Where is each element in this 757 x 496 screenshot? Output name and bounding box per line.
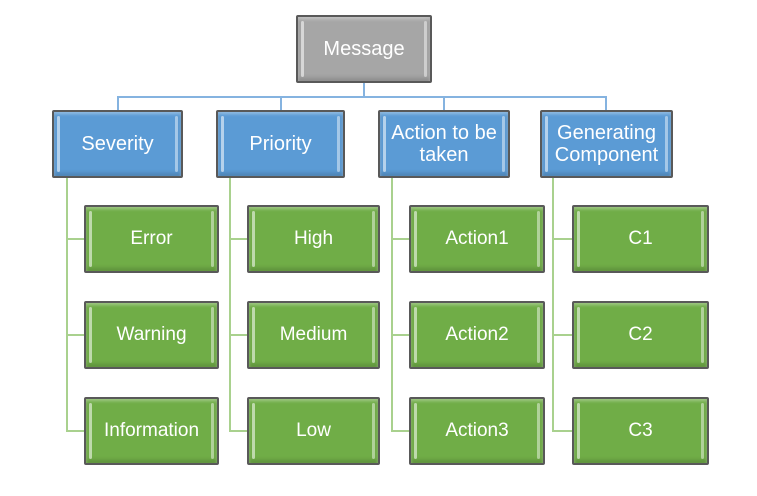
node-c1: C1 [572,205,709,273]
connector-column-priority [229,178,231,432]
connector-column-severity [66,178,68,432]
node-action-to-be-taken: Action to be taken [378,110,510,178]
connector-stub-action2 [391,334,409,336]
node-warning: Warning [84,301,219,369]
connector-stub-warning [66,334,84,336]
connector-column-component [552,178,554,432]
connector-stub-error [66,238,84,240]
connector-column-action [391,178,393,432]
connector-branch-drop-component [605,96,607,110]
connector-stub-information [66,430,84,432]
connector-stub-c3 [552,430,572,432]
node-information: Information [84,397,219,465]
node-high: High [247,205,380,273]
node-severity: Severity [52,110,183,178]
connector-stub-action1 [391,238,409,240]
connector-stub-action3 [391,430,409,432]
node-action3: Action3 [409,397,545,465]
connector-stub-high [229,238,247,240]
connector-branch-drop-priority [280,96,282,110]
connector-stub-low [229,430,247,432]
node-action2: Action2 [409,301,545,369]
node-low: Low [247,397,380,465]
node-c3: C3 [572,397,709,465]
node-generating-component: Generating Component [540,110,673,178]
node-c2: C2 [572,301,709,369]
connector-stub-medium [229,334,247,336]
connector-branch-drop-severity [117,96,119,110]
connector-root-drop [363,83,365,97]
node-message: Message [296,15,432,83]
connector-rail [117,96,607,98]
node-priority: Priority [216,110,345,178]
node-action1: Action1 [409,205,545,273]
connector-stub-c2 [552,334,572,336]
node-medium: Medium [247,301,380,369]
connector-branch-drop-action [443,96,445,110]
connector-stub-c1 [552,238,572,240]
node-error: Error [84,205,219,273]
